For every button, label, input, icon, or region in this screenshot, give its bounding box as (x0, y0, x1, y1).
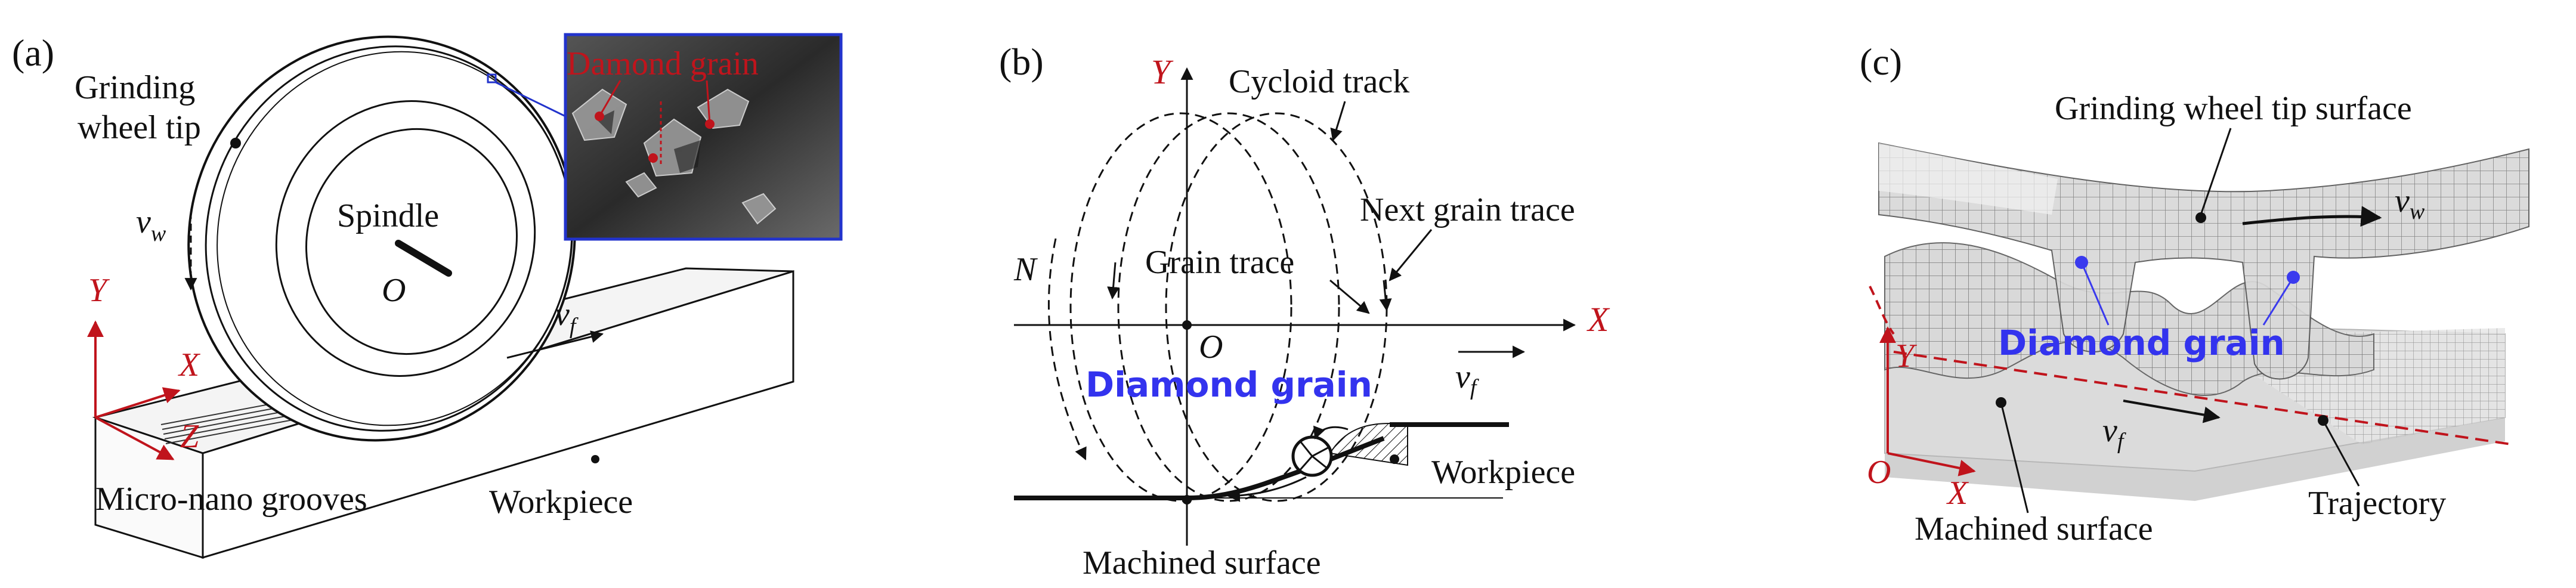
axis-y-label-a: Y (88, 272, 110, 309)
wheel-mesh-highlight (1879, 143, 2058, 215)
origin-dot-b (1182, 320, 1192, 330)
vf-arrow-c (2123, 400, 2221, 423)
machined-surface-label-b: Machined surface (1083, 544, 1321, 581)
next-grain-label: Next grain trace (1360, 191, 1575, 228)
axis-x-c (1887, 452, 1976, 476)
axis-y-label-c: Y (1895, 338, 1918, 375)
machined-surface-path (1014, 436, 1385, 500)
rotation-n-arrow (1047, 238, 1087, 460)
grain-trace-label: Grain trace (1145, 244, 1294, 281)
trajectory-leader (2322, 420, 2360, 487)
workpiece-label-b: Workpiece (1431, 454, 1575, 491)
axes-a (87, 320, 181, 460)
axis-x-label-a: X (178, 346, 201, 383)
wheel-surface-dot (2195, 212, 2206, 223)
grain-spokes (1298, 441, 1329, 472)
machined-surface-leader-c (2000, 402, 2029, 513)
trace-arrow-2 (1379, 280, 1392, 312)
vw-arrow-c (2242, 206, 2382, 227)
panel-a-tag: (a) (12, 32, 54, 74)
spindle-shaft (395, 240, 452, 277)
axis-z-label-a: Z (180, 418, 199, 455)
axis-y-label-b: Y (1151, 52, 1174, 91)
sem-inset (564, 33, 843, 241)
inset-locator-box (487, 73, 497, 83)
grain-pointer-arrow (1313, 425, 1349, 440)
trace-arrow-1 (1107, 262, 1120, 300)
grain-trace-pointer (1329, 279, 1370, 314)
panel-b-tag: (b) (999, 41, 1044, 83)
grooves-label: Micro-nano grooves (95, 481, 367, 518)
trajectory-label: Trajectory (2308, 485, 2446, 522)
workpiece-dot-a (591, 455, 599, 463)
spindle-label: Spindle (337, 197, 439, 234)
vf-label-b: vf (1455, 358, 1479, 400)
grinding-wheel (187, 35, 576, 442)
machined-surface-label-c: Machined surface (1915, 510, 2153, 547)
panel-c: (c) Y O X Grinding wheel tip surface vw … (1860, 41, 2529, 547)
axis-x-label-b: X (1587, 300, 1610, 339)
diamond-grain-label-c: Diamond grain (1998, 323, 2285, 363)
grinding-wheel-tip-label-line1: Grinding (75, 69, 195, 106)
wheel-surface-leader (2200, 128, 2232, 215)
grain-leader-2 (2262, 277, 2294, 326)
diamond-grain-label-b: Diamond grain (1086, 364, 1372, 405)
next-grain-pointer (1388, 229, 1433, 281)
vw-label: vw (136, 203, 166, 246)
origin-label: O (382, 272, 406, 309)
grinding-wheel-tip-label-line2: wheel tip (78, 109, 201, 146)
vw-label-c: vw (2395, 182, 2425, 224)
machined-surface-dot-b (1182, 495, 1192, 505)
cycloid-label: Cycloid track (1229, 63, 1409, 100)
panel-a: (a) Spindle O Grinding (12, 32, 843, 559)
sem-diamond-grain-label: Damond grain (567, 45, 759, 82)
wheel-tip-dot (230, 138, 241, 148)
cutting-direction-arrow (1227, 476, 1307, 502)
trajectory-line (1893, 351, 2512, 445)
axis-x-label-c: X (1946, 475, 1969, 512)
vf-arrow (506, 330, 604, 359)
wheel-surface-label: Grinding wheel tip surface (2055, 90, 2412, 127)
n-label: N (1013, 251, 1038, 288)
panel-c-tag: (c) (1860, 41, 1902, 83)
grain-leader-1 (2080, 262, 2110, 326)
origin-label-c: O (1867, 454, 1891, 491)
workpiece-label-a: Workpiece (489, 484, 633, 521)
panel-b: (b) Y X O N Cycloid track Next grain tra… (999, 41, 1610, 581)
origin-label-b: O (1199, 329, 1223, 366)
cycloid-pointer (1330, 101, 1346, 142)
workpiece-dot-b (1390, 454, 1399, 464)
inset-connector (495, 81, 566, 117)
